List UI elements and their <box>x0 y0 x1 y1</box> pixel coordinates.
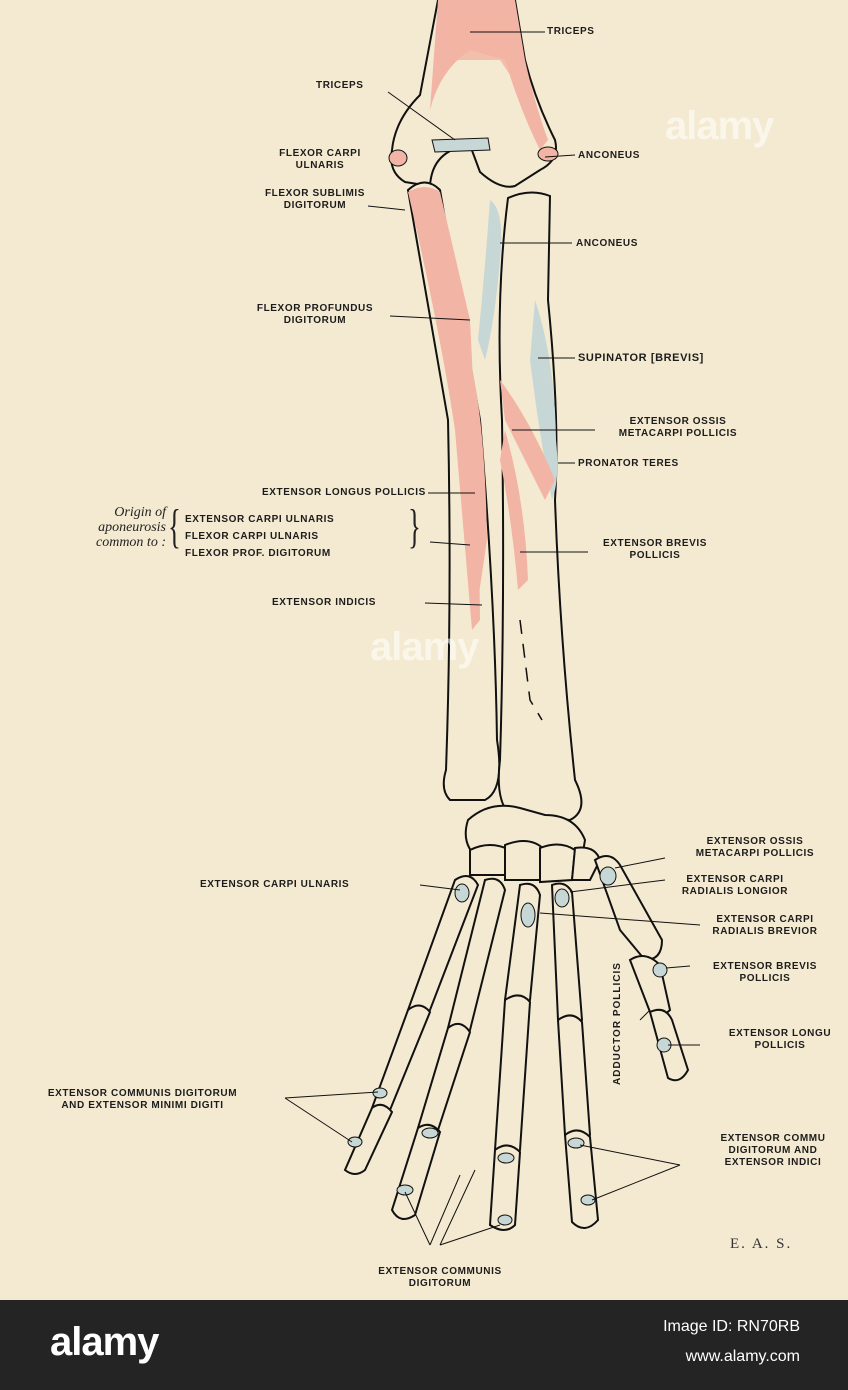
label-line: DIGITORUM <box>283 200 347 211</box>
label-line: EXTENSOR CARPI <box>716 914 814 925</box>
flexor-profundus-muscle <box>408 187 480 630</box>
label-hand-extensor-ossis: EXTENSOR OSSIS METACARPI POLLICIS <box>665 836 845 860</box>
label-hand-extensor-brevis: EXTENSOR BREVIS POLLICIS <box>690 961 840 985</box>
label-adductor-pollicis: ADDUCTOR POLLICIS <box>612 962 623 1085</box>
leader-lines <box>284 31 701 1246</box>
label-line: ULNARIS <box>295 160 345 171</box>
radius-bone <box>497 191 583 822</box>
label-extensor-carpi-ulnaris-hand: EXTENSOR CARPI ULNARIS <box>200 879 350 890</box>
label-line: POLLICIS <box>754 1040 806 1051</box>
label-line: EXTENSOR BREVIS <box>602 538 708 549</box>
label-line: EXTENSOR LONGU <box>728 1028 832 1039</box>
label-line: EXTENSOR BREVIS <box>712 961 818 972</box>
label-extensor-indicis: EXTENSOR INDICIS <box>272 597 377 608</box>
artist-initials: E. A. S. <box>730 1236 793 1252</box>
label-line: DIGITORUM <box>283 315 347 326</box>
label-line: EXTENSOR CARPI <box>686 874 784 885</box>
label-line: DIGITORUM AND <box>728 1145 818 1156</box>
label-line: EXTENSOR OSSIS <box>629 416 727 427</box>
watermark: alamy <box>665 104 774 148</box>
label-flexor-sublimis: FLEXOR SUBLIMIS DIGITORUM <box>250 188 380 212</box>
anconeus-patch <box>537 146 559 162</box>
site-url[interactable]: www.alamy.com <box>685 1348 800 1365</box>
label-triceps-left: TRICEPS <box>316 80 364 91</box>
extensor-brevis-fibres <box>500 430 528 590</box>
flexor-carpi-ulnaris-patch <box>388 149 408 167</box>
label-line: METACARPI POLLICIS <box>618 428 738 439</box>
label-line: FLEXOR CARPI ULNARIS <box>185 531 319 542</box>
anatomy-plate: alamy alamy TRICEPS TRICEPS FLEXOR CARPI… <box>0 0 848 1290</box>
label-aponeurosis-list: EXTENSOR CARPI ULNARIS FLEXOR CARPI ULNA… <box>185 511 334 562</box>
triceps-insertion <box>440 20 520 90</box>
label-line: EXTENSOR INDICI <box>724 1157 822 1168</box>
label-anconeus-lower: ANCONEUS <box>576 238 639 249</box>
label-anconeus-upper: ANCONEUS <box>578 150 641 161</box>
label-line: DIGITORUM <box>408 1278 472 1289</box>
triceps-tendon <box>431 137 491 153</box>
label-line: POLLICIS <box>739 973 791 984</box>
label-line: METACARPI POLLICIS <box>695 848 815 859</box>
left-brace: { <box>168 500 181 553</box>
label-triceps-top: TRICEPS <box>547 26 595 37</box>
label-line: AND EXTENSOR MINIMI DIGITI <box>61 1100 224 1111</box>
label-line: FLEXOR PROF. DIGITORUM <box>185 548 331 559</box>
supinator-tendon <box>530 300 558 500</box>
label-ecr-longior: EXTENSOR CARPI RADIALIS LONGIOR <box>665 874 805 898</box>
label-pronator-teres: PRONATOR TERES <box>578 458 679 469</box>
finger-bones <box>343 855 690 1231</box>
label-line: EXTENSOR CARPI ULNARIS <box>185 514 335 525</box>
watermark: alamy <box>370 625 479 669</box>
interosseous-line <box>519 619 543 721</box>
label-line: FLEXOR SUBLIMIS <box>264 188 366 199</box>
label-line: Origin of <box>114 505 166 520</box>
label-flexor-carpi-ulnaris: FLEXOR CARPI ULNARIS <box>255 148 385 172</box>
label-origin-of: Origin of aponeurosis common to : <box>30 505 166 550</box>
carpal-bones <box>464 804 602 884</box>
label-ecr-brevior: EXTENSOR CARPI RADIALIS BREVIOR <box>690 914 840 938</box>
forearm-hand-illustration <box>284 0 701 1246</box>
label-line: EXTENSOR COMMUNIS DIGITORUM <box>47 1088 238 1099</box>
right-brace: } <box>408 500 421 553</box>
alamy-logo[interactable]: alamy <box>50 1320 159 1364</box>
interosseous-tendon <box>478 200 502 360</box>
label-extensor-communis-minimi: EXTENSOR COMMUNIS DIGITORUM AND EXTENSOR… <box>0 1088 285 1112</box>
label-line: EXTENSOR COMMUNIS <box>378 1266 502 1277</box>
label-extensor-brevis-pollicis: EXTENSOR BREVIS POLLICIS <box>590 538 720 562</box>
label-line: RADIALIS LONGIOR <box>681 886 789 897</box>
label-extensor-longu: EXTENSOR LONGU POLLICIS <box>705 1028 848 1052</box>
label-line: RADIALIS BREVIOR <box>712 926 818 937</box>
label-line: POLLICIS <box>629 550 681 561</box>
label-extensor-communis-bottom: EXTENSOR COMMUNIS DIGITORUM <box>340 1266 540 1290</box>
label-supinator: SUPINATOR [BREVIS] <box>578 352 704 364</box>
stock-footer: alamy Image ID: RN70RB www.alamy.com <box>0 1300 848 1390</box>
label-line: EXTENSOR OSSIS <box>706 836 804 847</box>
extensor-longus-fibres <box>465 360 487 600</box>
tendon-insertions <box>347 866 672 1226</box>
label-line: FLEXOR CARPI <box>279 148 361 159</box>
label-line: aponeurosis <box>98 520 166 535</box>
label-extensor-longus-pollicis: EXTENSOR LONGUS POLLICIS <box>262 487 426 498</box>
label-line: common to : <box>96 535 166 550</box>
label-extensor-ossis: EXTENSOR OSSIS METACARPI POLLICIS <box>588 416 768 440</box>
label-flexor-profundus: FLEXOR PROFUNDUS DIGITORUM <box>240 303 390 327</box>
label-line: EXTENSOR COMMU <box>720 1133 826 1144</box>
label-line: FLEXOR PROFUNDUS <box>256 303 374 314</box>
label-extensor-commu-indici: EXTENSOR COMMU DIGITORUM AND EXTENSOR IN… <box>688 1133 848 1169</box>
extensor-ossis-fibres <box>500 380 555 500</box>
image-id: Image ID: RN70RB <box>663 1318 800 1335</box>
